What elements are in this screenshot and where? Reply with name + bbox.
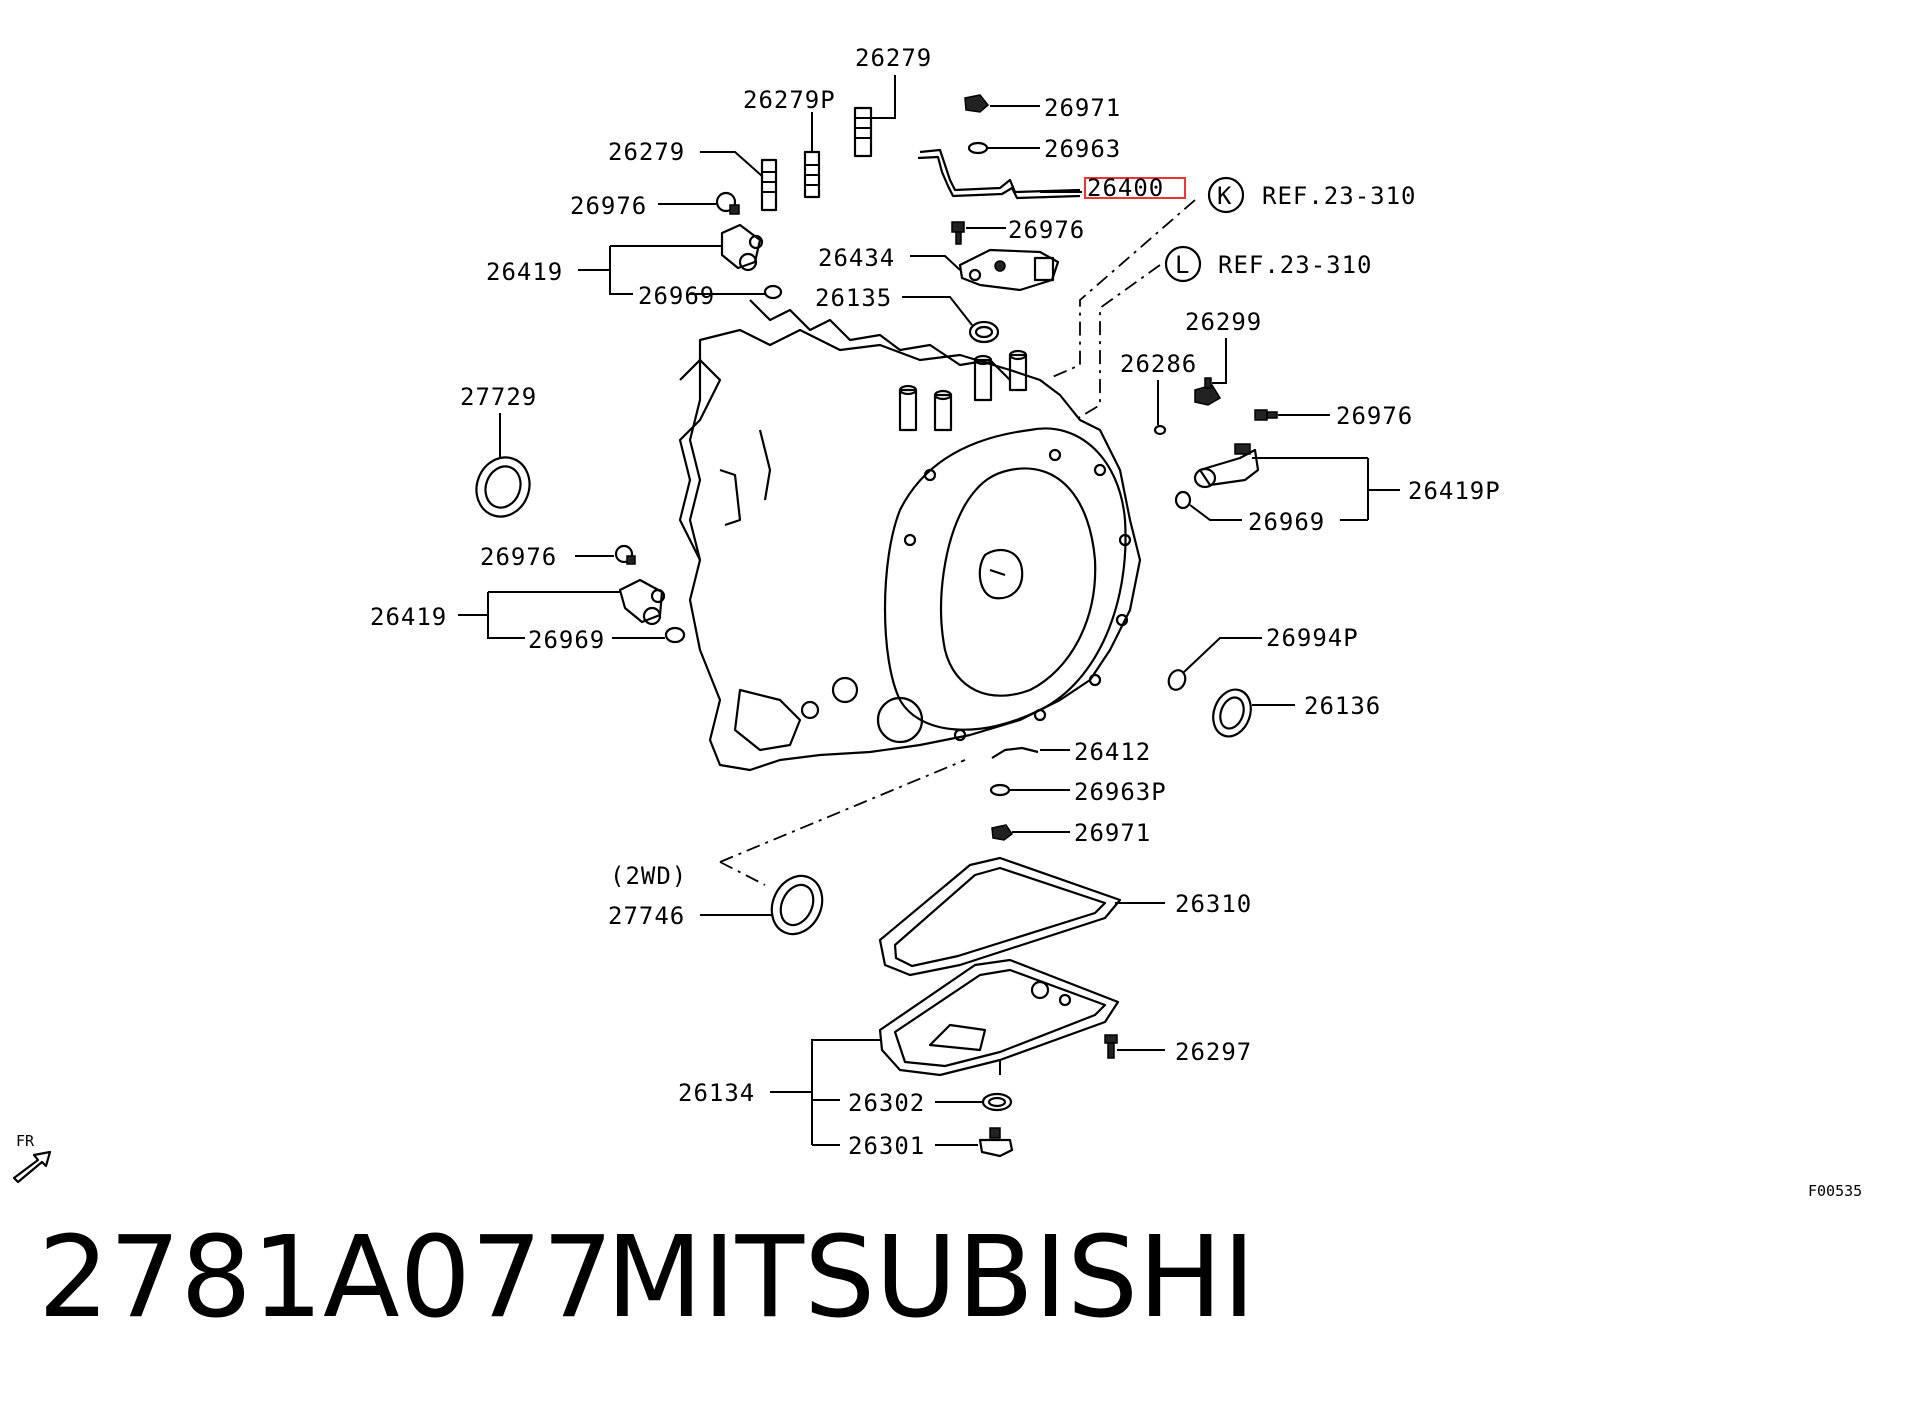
brand-name: MITSUBISHI <box>606 1213 1256 1343</box>
seal-26136: 26136 <box>1212 688 1381 738</box>
ref-k: K REF.23-310 <box>1207 176 1417 214</box>
bolt-26976-b: 26976 <box>951 216 1085 245</box>
label-26135: 26135 <box>815 284 892 312</box>
part-number: 2781A077 <box>38 1213 614 1343</box>
bolt-26299: 26299 <box>1185 308 1262 406</box>
nut-26971-top: 26971 <box>964 94 1121 122</box>
drawing-code: F00535 <box>1808 1182 1862 1200</box>
label-26279-top: 26279 <box>855 44 932 72</box>
label-27746: 27746 <box>608 902 685 930</box>
sensor-26419-a: 26419 26969 <box>486 223 783 310</box>
gasket-26302: 26302 <box>848 1089 1013 1117</box>
bolt-26976-d: 26976 <box>480 543 636 571</box>
label-26419p: 26419P <box>1408 477 1501 505</box>
washer-26963p: 26963P <box>989 778 1167 806</box>
pipe-26412: 26412 <box>991 738 1151 766</box>
stud-26279p: 26279P <box>743 86 836 199</box>
ring-26994p: 26994P <box>1167 624 1359 691</box>
label-26969-d: 26969 <box>528 626 605 654</box>
label-26976-a: 26976 <box>570 192 647 220</box>
ref-l-letter: L <box>1175 251 1190 279</box>
stud-26279-left: 26279 <box>608 138 778 212</box>
label-26963p: 26963P <box>1074 778 1167 806</box>
label-26969-a: 26969 <box>638 282 715 310</box>
seal-26135: 26135 <box>815 284 1000 344</box>
label-26971-top: 26971 <box>1044 94 1121 122</box>
label-26971-bot: 26971 <box>1074 819 1151 847</box>
washer-26963: 26963 <box>967 135 1121 163</box>
stud-26279-top: 26279 <box>853 44 932 158</box>
label-26279-left: 26279 <box>608 138 685 166</box>
label-26963: 26963 <box>1044 135 1121 163</box>
label-26976-d: 26976 <box>480 543 557 571</box>
label-26976-b: 26976 <box>1008 216 1085 244</box>
drain-plug-26301: 26301 <box>848 1127 1014 1160</box>
label-26400: 26400 <box>1087 174 1164 202</box>
bolt-26297: 26297 <box>1104 1034 1252 1066</box>
reference-lines <box>719 199 1196 886</box>
front-indicator: FR <box>12 1132 52 1184</box>
transaxle-case <box>678 299 1142 772</box>
label-26286: 26286 <box>1120 350 1197 378</box>
ring-26286: 26286 <box>1120 350 1197 436</box>
label-27729: 27729 <box>460 383 537 411</box>
label-26419-a: 26419 <box>486 258 563 286</box>
label-26302: 26302 <box>848 1089 925 1117</box>
label-2wd: (2WD) <box>610 862 687 890</box>
label-26434: 26434 <box>818 244 895 272</box>
seal-27729: 27729 <box>460 383 537 518</box>
bolt-26976-c: 26976 <box>1254 402 1413 430</box>
bolt-26976-a: 26976 <box>570 191 740 220</box>
label-26969-c: 26969 <box>1248 508 1325 536</box>
label-26136: 26136 <box>1304 692 1381 720</box>
switch-26434: 26434 <box>818 244 1060 292</box>
label-26301: 26301 <box>848 1132 925 1160</box>
fr-label: FR <box>16 1132 35 1150</box>
label-26134: 26134 <box>678 1079 755 1107</box>
label-26412: 26412 <box>1074 738 1151 766</box>
oil-pan-26134: 26134 <box>678 958 1120 1146</box>
seal-27746: (2WD) 27746 <box>608 862 824 936</box>
gasket-26310: 26310 <box>878 856 1252 977</box>
label-26976-c: 26976 <box>1336 402 1413 430</box>
label-26297: 26297 <box>1175 1038 1252 1066</box>
ref-k-letter: K <box>1217 182 1232 210</box>
label-ref-l: REF.23-310 <box>1218 251 1373 279</box>
fr-arrow-icon <box>12 1150 52 1184</box>
sensor-26419-d: 26419 26969 <box>370 578 686 654</box>
label-26299: 26299 <box>1185 308 1262 336</box>
label-26279p: 26279P <box>743 86 836 114</box>
label-26310: 26310 <box>1175 890 1252 918</box>
bracket-26400: 26400 <box>917 148 1186 202</box>
label-26419-d: 26419 <box>370 603 447 631</box>
ref-l: L REF.23-310 <box>1164 245 1373 283</box>
sensor-26419p: 26419P 26969 <box>1174 443 1501 536</box>
highlight-box-26400 <box>1084 177 1186 199</box>
nut-26971-bot: 26971 <box>991 819 1151 847</box>
label-ref-k: REF.23-310 <box>1262 182 1417 210</box>
label-26994p: 26994P <box>1266 624 1359 652</box>
